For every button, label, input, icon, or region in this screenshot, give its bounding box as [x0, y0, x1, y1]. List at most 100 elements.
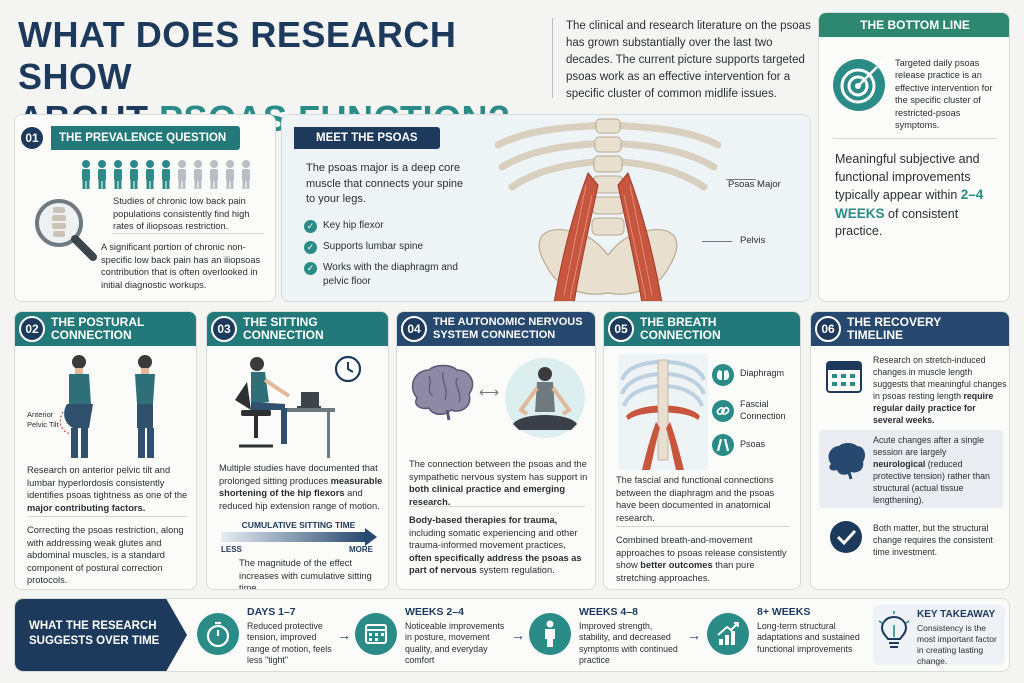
recovery-p1: Research on stretch-induced changes in m… [873, 354, 1007, 426]
sitting-p1: Multiple studies have documented that pr… [219, 462, 385, 512]
psoas-muscle-icon [712, 434, 734, 456]
bottom-line-card: THE BOTTOM LINE Targeted daily psoas rel… [818, 12, 1010, 302]
label-psoas-major: Psoas Major [728, 179, 781, 190]
header-line: CONNECTION [51, 328, 132, 342]
sitting-bar-title: CUMULATIVE SITTING TIME [241, 520, 356, 530]
breath-p1: The fascial and functional connections b… [616, 475, 775, 523]
autonomic-p2-bold: Body-based therapies for trauma, [409, 515, 558, 525]
bottom-line-text: Targeted daily psoas release practice is… [895, 58, 993, 131]
recovery-p1-bold: require regular daily practice for sever… [873, 391, 994, 425]
check-circle-icon [830, 521, 862, 553]
check-icon: ✓ [304, 262, 317, 275]
bullet-item: ✓ Works with the diaphragm and pelvic flo… [304, 261, 474, 289]
lungs-icon [712, 364, 734, 386]
bottom-line-big-text: Meaningful subjective and functional imp… [835, 151, 1000, 241]
sitting-p1-bold: measurable shortening of the hip flexors [219, 475, 383, 499]
target-icon [833, 59, 885, 111]
header-line: THE AUTONOMIC NERVOUS [433, 316, 583, 328]
sitting-p1-post: and reduced hip extension range of motio… [219, 488, 380, 511]
header-line: THE POSTURAL [51, 315, 145, 329]
anterior-pelvic-tilt-label: Anterior Pelvic Tilt [27, 410, 59, 429]
meet-psoas-header: MEET THE PSOAS [294, 127, 440, 149]
step-text: Long-term structural adaptations and sus… [757, 621, 860, 654]
intro-text: The clinical and research literature on … [566, 20, 811, 100]
title-line-1: WHAT DOES RESEARCH SHOW [18, 14, 457, 97]
bullet-label: Key hip flexor [323, 220, 384, 231]
sitting-person-illustration [235, 357, 335, 458]
prevalence-title: THE PREVALENCE QUESTION [51, 126, 241, 150]
postural-p1-text: Research on anterior pelvic tilt and lum… [27, 465, 188, 501]
bullet-label: Works with the diaphragm and pelvic floo… [323, 262, 458, 287]
psoas-anatomy-illustration [494, 118, 722, 301]
label-diaphragm: Diaphragm [740, 368, 785, 378]
big-text-before: Meaningful subjective and functional imp… [835, 152, 980, 202]
person-icon [529, 613, 571, 655]
header-line: THE SITTING [243, 315, 318, 329]
link-icon [712, 400, 734, 422]
clock-icon [334, 355, 362, 383]
check-icon: ✓ [304, 220, 317, 233]
autonomic-p2-post: system regulation. [476, 565, 555, 576]
recovery-p2: Acute changes after a single session are… [873, 434, 1001, 506]
breath-p2: Combined breath-and-movement approaches … [616, 534, 794, 584]
arrow-right-icon: → [687, 627, 701, 643]
section-number: 06 [815, 316, 841, 342]
section-number: 02 [19, 316, 45, 342]
breath-p2-text: Combined breath-and-movement approaches … [616, 535, 787, 571]
header-line: THE BREATH [640, 315, 717, 329]
divider [27, 516, 187, 517]
label-psoas: Psoas [740, 439, 766, 449]
sitting-p2: The magnitude of the effect increases wi… [239, 558, 372, 590]
meet-psoas-card: MEET THE PSOAS The psoas major is a deep… [281, 114, 811, 302]
sitting-gradient-bar [221, 532, 367, 542]
step-title: 8+ WEEKS [757, 606, 811, 618]
section-number: 04 [401, 316, 427, 342]
header-line: THE RECOVERY [847, 315, 942, 329]
stopwatch-icon [197, 613, 239, 655]
step-title: WEEKS 2–4 [405, 606, 464, 618]
header-line: TIMELINE [847, 328, 903, 342]
autonomic-p2-bold2: often specifically address the psoas as … [409, 552, 582, 576]
timeline-label-block [15, 599, 187, 671]
breath-p2-bold: better outcomes [640, 560, 713, 571]
recovery-p2-bold: neurological [873, 459, 926, 469]
recovery-p1-text: Research on stretch-induced changes in m… [873, 355, 1007, 401]
postural-p1: Research on anterior pelvic tilt and lum… [27, 464, 191, 514]
key-takeaway-text: Consistency is the most important factor… [917, 623, 997, 666]
step-text: Noticeable improvements in posture, move… [405, 621, 505, 666]
step-title: WEEKS 4–8 [579, 606, 638, 618]
arrow-right-icon: → [511, 627, 525, 643]
calendar-icon [826, 361, 862, 393]
brain-icon [828, 443, 865, 480]
section-number: 05 [608, 316, 634, 342]
brain-icon [411, 364, 474, 421]
timeline-label: WHAT THE RESEARCH SUGGESTS OVER TIME [29, 620, 160, 647]
label-leader [702, 241, 732, 242]
divider [409, 506, 585, 507]
label-fascial-connection: Fascial Connection [740, 399, 786, 421]
prevalence-p2: A significant portion of chronic non-spe… [101, 242, 261, 290]
header-line: SYSTEM CONNECTION [433, 329, 556, 341]
postural-p1-bold: major contributing factors. [27, 502, 146, 513]
section-number: 01 [19, 125, 45, 151]
autonomic-p1: The connection between the psoas and the… [409, 458, 589, 508]
step-title: DAYS 1–7 [247, 606, 296, 618]
arrow-right-icon: → [337, 627, 351, 643]
bidirectional-arrow-icon: ⟷ [479, 384, 500, 400]
bullet-item: ✓ Key hip flexor [304, 219, 474, 233]
less-label: LESS [221, 545, 242, 554]
step-text: Reduced protective tension, improved ran… [247, 621, 332, 666]
prevalence-p1: Studies of chronic low back pain populat… [113, 196, 250, 232]
step-text: Improved strength, stability, and decrea… [579, 621, 678, 666]
people-icons [82, 160, 250, 189]
check-icon: ✓ [304, 241, 317, 254]
section-number: 03 [211, 316, 237, 342]
postural-p2: Correcting the psoas restriction, along … [27, 525, 184, 586]
